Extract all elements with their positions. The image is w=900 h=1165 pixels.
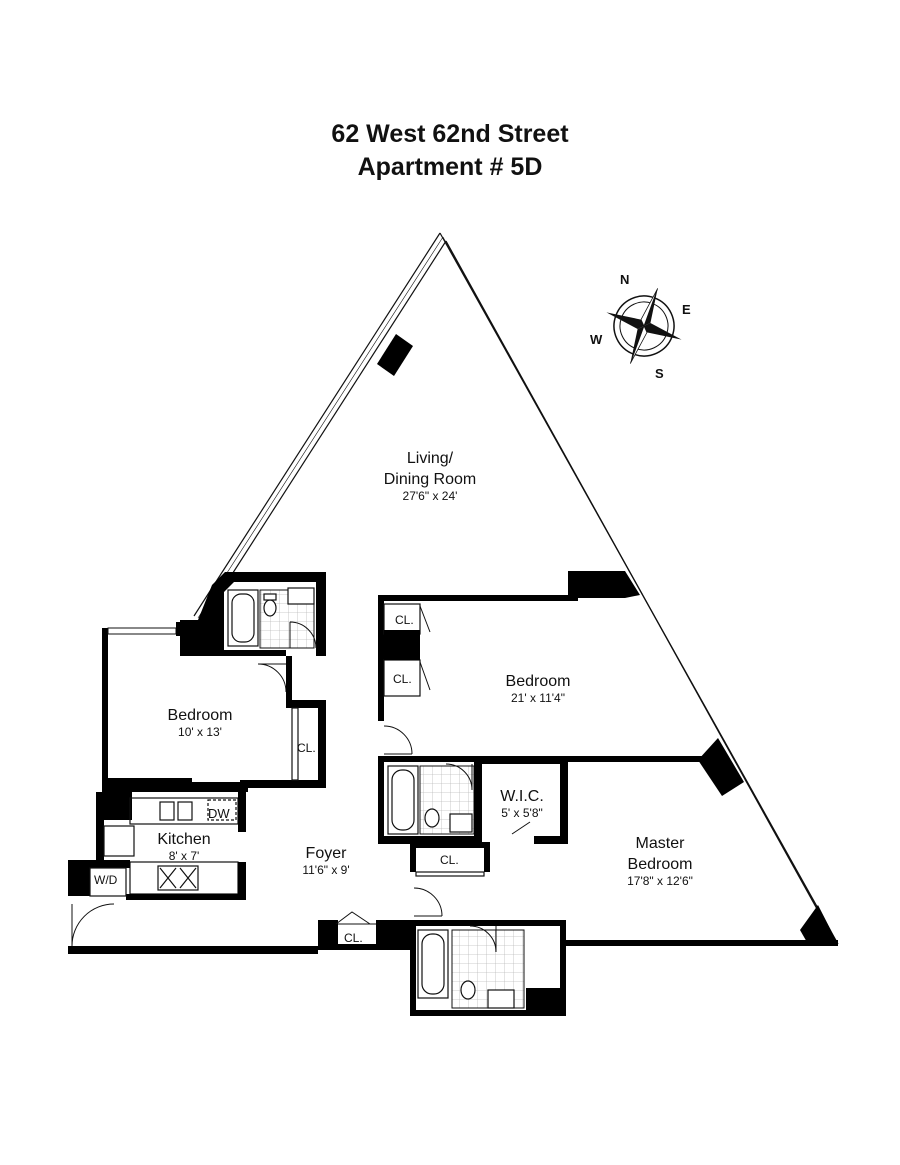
bedroom-west-name: Bedroom [168, 707, 233, 724]
foyer-dims: 11'6" x 9' [302, 863, 349, 877]
bedroom-east-name: Bedroom [506, 673, 571, 690]
plan-title-line2: Apartment # 5D [357, 153, 543, 181]
bedroom-west [102, 622, 326, 792]
kitchen [68, 792, 318, 954]
walk-in-closet [482, 756, 568, 844]
living-room-name-line2: Dining Room [384, 471, 476, 488]
kitchen-dims: 8' x 7' [169, 849, 200, 863]
closet-label: CL. [297, 741, 316, 755]
foyer-name: Foyer [306, 845, 348, 862]
bathroom-south [410, 920, 566, 1016]
compass-south-label: S [655, 366, 664, 381]
column [568, 571, 640, 598]
washer-dryer-label: W/D [94, 873, 118, 887]
closet-label: CL. [393, 672, 412, 686]
column [377, 334, 413, 376]
compass-east-label: E [682, 302, 691, 317]
compass-rose-icon [606, 288, 682, 364]
bedroom-east-dims: 21' x 11'4" [511, 691, 565, 705]
compass-north-label: N [620, 272, 629, 287]
wic-dims: 5' x 5'8" [501, 806, 543, 820]
dishwasher-label: DW [208, 806, 230, 821]
plan-title-line1: 62 West 62nd Street [331, 120, 569, 148]
closet-south [410, 842, 490, 917]
bathroom-middle [378, 756, 482, 844]
living-room-name-line1: Living/ [407, 450, 454, 467]
closet-label: CL. [395, 613, 414, 627]
living-room-dims: 27'6" x 24' [403, 489, 458, 503]
column [800, 905, 838, 944]
master-bedroom-name-line2: Bedroom [628, 856, 693, 873]
closet-label: CL. [440, 853, 459, 867]
window-wall-east [439, 232, 839, 945]
wic-name: W.I.C. [500, 788, 544, 805]
window-wall-west [193, 232, 447, 622]
master-bedroom-name-line1: Master [636, 835, 686, 852]
master-bedroom-dims: 17'8" x 12'6" [627, 874, 693, 888]
bedroom-west-dims: 10' x 13' [178, 725, 222, 739]
bathroom-northwest [180, 572, 326, 656]
foyer-walls [318, 911, 412, 950]
kitchen-name: Kitchen [157, 831, 210, 848]
compass-west-label: W [590, 332, 603, 347]
column [698, 738, 744, 796]
master-bedroom [566, 940, 838, 946]
closet-label: CL. [344, 931, 363, 945]
